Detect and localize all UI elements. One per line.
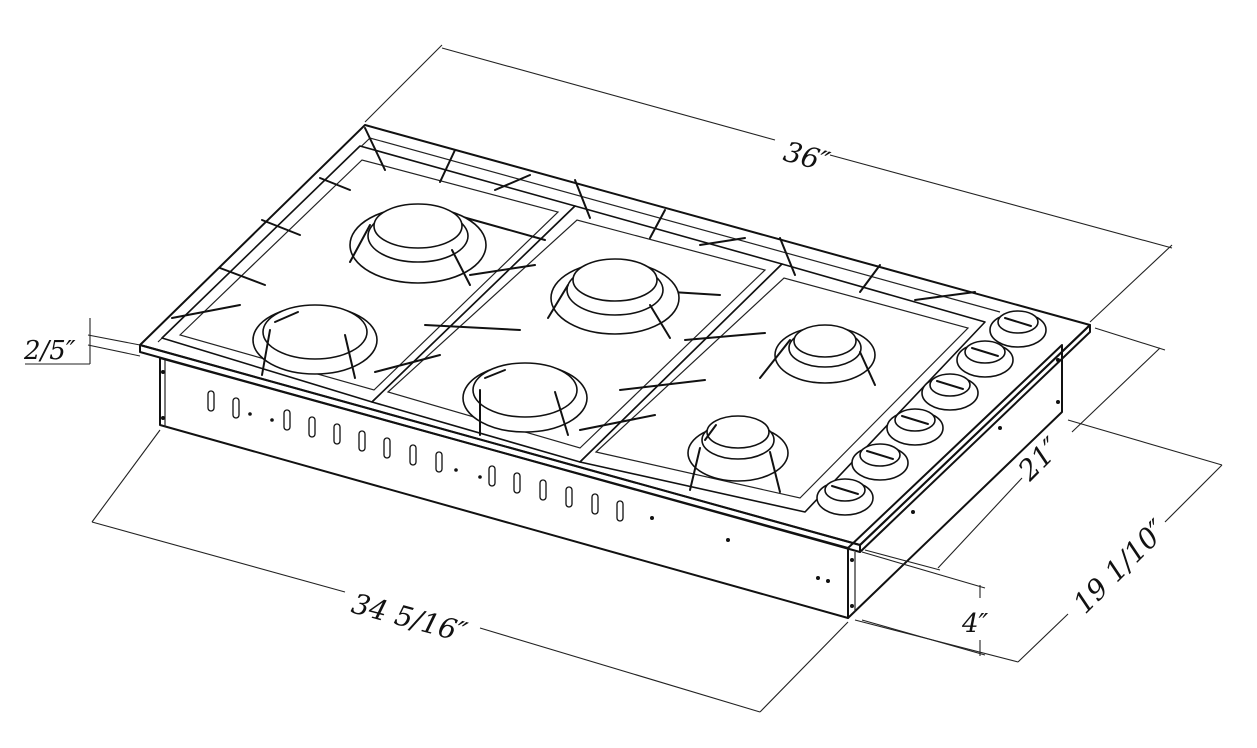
knob-6 [989, 310, 1047, 348]
burner-front-left [252, 304, 378, 379]
vent-slots [207, 390, 624, 522]
knob-4 [921, 373, 979, 411]
dim-height-box-label: 4″ [961, 609, 989, 639]
dim-thickness-top-label: 2/5″ [23, 336, 76, 366]
cooktop-under-box [159, 344, 1063, 619]
knob-5 [956, 340, 1014, 378]
dim-width-top-label: 36″ [780, 135, 834, 179]
dimension-thickness-top: 2/5″ [23, 318, 141, 366]
dimension-height-box: 4″ [861, 551, 989, 656]
burner-back-center [547, 258, 680, 339]
knob-1 [816, 478, 874, 516]
knob-3 [886, 408, 944, 446]
burner-front-right [687, 415, 789, 493]
burner-back-left [349, 203, 487, 286]
knob-2 [851, 443, 909, 481]
dim-depth-cutout-label: 19 1/10″ [1067, 513, 1174, 620]
burner-back-right [759, 324, 876, 386]
burner-front-center [462, 362, 588, 436]
dim-depth-top-label: 21″ [1011, 431, 1068, 488]
control-knobs [816, 310, 1047, 516]
burners [252, 203, 876, 493]
dim-width-cutout-label: 34 5/16″ [348, 587, 471, 650]
